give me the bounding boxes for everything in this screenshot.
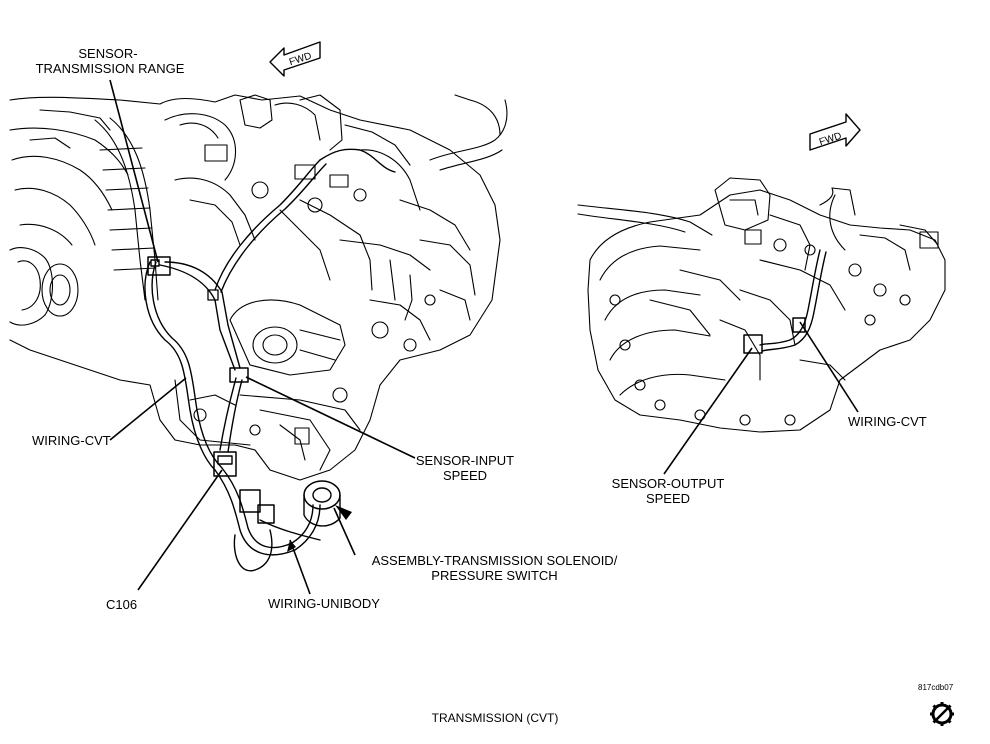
fwd-arrow-right: FWD <box>809 113 861 151</box>
right-transmission-illustration <box>577 177 946 433</box>
label-wiring-cvt-left: WIRING-CVT <box>32 433 111 448</box>
left-transmission-illustration <box>9 94 508 481</box>
sensor-input-line1: SENSOR-INPUT <box>415 453 515 468</box>
left-wiring-harness <box>144 148 396 572</box>
label-wiring-cvt-right: WIRING-CVT <box>848 414 927 429</box>
sensor-trs-line2: TRANSMISSION RANGE <box>35 61 185 76</box>
fwd-arrow-left: FWD <box>269 41 321 77</box>
figure-caption: TRANSMISSION (CVT) <box>431 711 559 725</box>
label-sensor-transmission-range: SENSOR- <box>62 46 154 61</box>
label-solenoid-assembly: ASSEMBLY-TRANSMISSION SOLENOID/ PRESSURE… <box>352 553 637 583</box>
leader-arrowheads <box>287 505 352 552</box>
label-sensor-transmission-range-2: TRANSMISSION RANGE <box>20 61 200 76</box>
leader-lines <box>109 79 859 595</box>
label-c106: C106 <box>106 597 138 612</box>
solenoid-line2: PRESSURE SWITCH <box>431 568 558 583</box>
figure-id: 817cdb07 <box>918 683 954 692</box>
label-sensor-output-speed: SENSOR-OUTPUT SPEED <box>598 476 738 506</box>
sensor-input-line2: SPEED <box>442 468 488 483</box>
label-sensor-input-speed: SENSOR-INPUT SPEED <box>400 453 530 483</box>
sensor-trs-line1: SENSOR- <box>78 46 138 61</box>
gear-wrench-icon <box>930 702 954 726</box>
sensor-output-line1: SENSOR-OUTPUT <box>611 476 725 491</box>
solenoid-line1: ASSEMBLY-TRANSMISSION SOLENOID/ <box>371 553 618 568</box>
sensor-output-line2: SPEED <box>645 491 691 506</box>
label-wiring-unibody: WIRING-UNIBODY <box>268 596 380 611</box>
